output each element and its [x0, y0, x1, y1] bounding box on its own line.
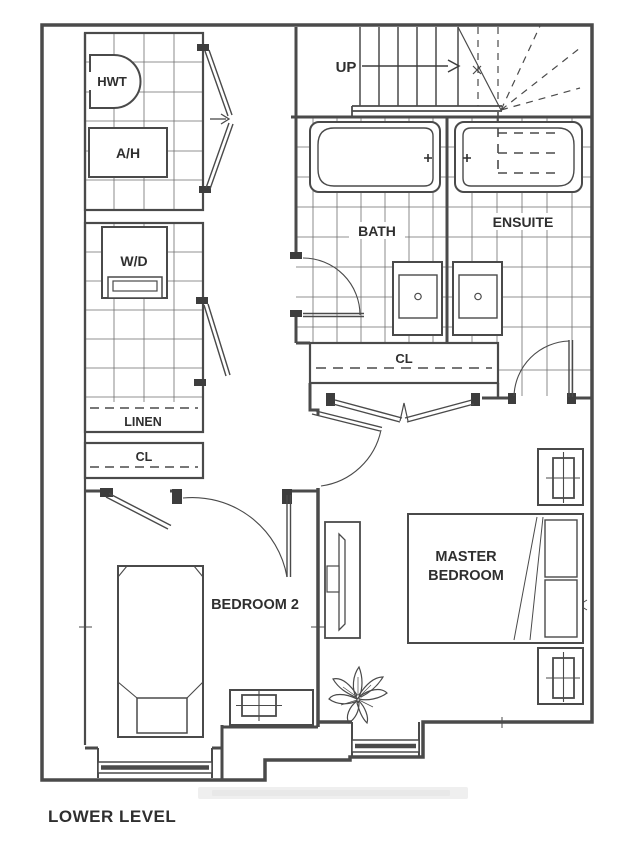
laundry-door	[194, 297, 231, 386]
door-jamb	[567, 393, 576, 404]
faucet-icon	[424, 154, 432, 162]
bath-door	[290, 252, 364, 318]
door-jamb	[197, 44, 209, 51]
washer-dryer-unit: W/D	[101, 226, 168, 299]
door-panel	[286, 495, 292, 577]
ensuite-room-label: ENSUITE	[486, 213, 560, 230]
master-hall-door	[311, 409, 383, 487]
bedroom2-nightstand	[229, 689, 314, 726]
bath-label-bg	[349, 222, 405, 239]
left-closet-slider-door	[100, 488, 172, 530]
dimension-ticks	[79, 599, 588, 728]
ensuite-door	[508, 340, 576, 404]
hall-closet: CL	[308, 341, 500, 385]
door-panel	[303, 312, 364, 318]
left-closet: CL	[83, 441, 205, 480]
master-bed	[407, 513, 584, 644]
floor-title: LOWER LEVEL	[48, 807, 176, 826]
door-jamb	[508, 393, 516, 404]
bathtub-ensuite	[454, 121, 583, 193]
watermark-strip	[198, 787, 468, 799]
bed-pillow	[544, 579, 578, 638]
bedroom2-bed	[117, 565, 204, 738]
up-label: UP	[336, 59, 357, 76]
door-jamb	[290, 252, 302, 259]
walls	[40, 23, 594, 782]
stair-winder-line	[457, 26, 502, 111]
winder-dashed-rays	[500, 25, 581, 111]
door-jamb	[194, 379, 206, 386]
door-jamb	[172, 489, 182, 504]
door-swing-arc	[513, 340, 570, 397]
faucet-icon	[463, 154, 471, 162]
door-jamb	[471, 393, 480, 406]
door-swing-arc	[320, 429, 382, 487]
utility-double-doors	[197, 44, 234, 193]
bedroom2-label: BEDROOM 2	[211, 597, 299, 613]
door-panel	[105, 492, 172, 530]
master-window	[351, 722, 420, 757]
hwt-label-bg	[88, 72, 136, 90]
blanket-fold-lines	[117, 681, 204, 699]
hot-water-tank: HWT	[88, 54, 142, 109]
stairs-up-indicator: UP	[336, 59, 461, 76]
master-nightstand-bottom	[537, 647, 584, 705]
door-swing-arc	[182, 496, 288, 578]
bedroom2-window	[97, 748, 213, 778]
linen-label: LINEN	[124, 415, 162, 429]
up-arrow-icon	[447, 59, 461, 73]
left-closet-label: CL	[136, 450, 153, 464]
drain-icon	[414, 292, 422, 301]
drain-icon	[474, 292, 482, 301]
air-handler-unit: A/H	[88, 127, 168, 178]
door-swing-arrow-icon	[220, 113, 231, 125]
door-jamb	[196, 297, 208, 304]
bed-pillow	[136, 697, 188, 734]
ensuite-label-bg	[486, 213, 560, 230]
door-panel	[311, 409, 383, 432]
bathtub-bath	[309, 121, 441, 193]
blanket-fold-lines	[513, 516, 544, 641]
tv-icon	[338, 532, 346, 632]
bifold-center-mark	[399, 402, 409, 422]
plant-icon	[328, 665, 388, 725]
door-jamb	[326, 393, 335, 406]
bifold-doors	[326, 393, 480, 423]
master-label-line1: MASTER	[435, 549, 497, 565]
master-label-line2: BEDROOM	[428, 568, 504, 584]
door-jamb	[100, 488, 113, 497]
stair-break-mark	[472, 65, 482, 75]
hall-closet-label: CL	[395, 351, 412, 366]
master-nightstand-top	[537, 448, 584, 506]
door-panel	[568, 340, 574, 397]
master-bedroom-label: MASTER BEDROOM	[428, 549, 504, 584]
outer-wall	[40, 23, 594, 782]
linen-label-bg	[108, 413, 178, 429]
door-jamb	[199, 186, 211, 193]
stair-stringer	[351, 105, 502, 117]
bath-label: BATH	[358, 223, 396, 239]
tv-console-unit	[324, 521, 361, 639]
hwt-label: HWT	[97, 74, 127, 89]
bedroom2-door	[172, 489, 292, 578]
bath-room-label: BATH	[349, 222, 405, 239]
washer-dryer-label: W/D	[120, 253, 147, 269]
linen-closet: LINEN	[90, 407, 198, 429]
ensuite-label: ENSUITE	[493, 214, 554, 230]
air-handler-label: A/H	[116, 145, 140, 161]
door-swing-arc	[302, 257, 361, 316]
sink-vanity-ensuite	[452, 261, 503, 336]
bed-pillow	[544, 519, 578, 578]
door-jamb	[290, 310, 302, 317]
sink-vanity-bath	[392, 261, 443, 336]
